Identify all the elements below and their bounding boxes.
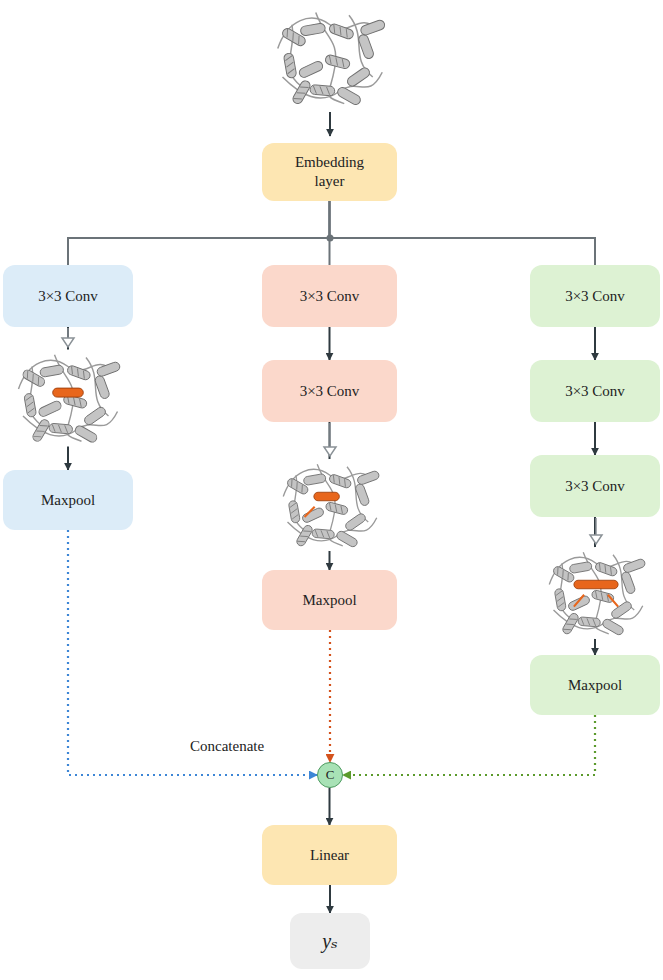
node-text: 3×3 Conv [300, 287, 360, 306]
concat-circle: C [317, 762, 343, 788]
conv-box: 3×3 Conv [262, 265, 397, 327]
conv-box: 3×3 Conv [530, 455, 660, 517]
conv-box: 3×3 Conv [3, 265, 133, 327]
protein-structure [543, 547, 648, 639]
conv-box: 3×3 Conv [262, 360, 397, 422]
node-text: C [326, 767, 335, 783]
flow-arrow [330, 201, 596, 265]
concat-arrow [68, 530, 317, 775]
protein-structure [271, 7, 389, 110]
node-text: 3×3 Conv [565, 477, 625, 496]
flow-arrow [68, 201, 330, 265]
annotation-label: Concatenate [190, 738, 264, 755]
node-text: Embedding layer [285, 153, 375, 191]
concat-arrow [329, 630, 331, 762]
node-text: Maxpool [41, 491, 95, 510]
flow-arrow [594, 422, 596, 455]
conv-box: 3×3 Conv [530, 265, 660, 327]
conv-box: 3×3 Conv [530, 360, 660, 422]
hollow-arrow [590, 518, 602, 544]
embedding-box: Embedding layer [262, 143, 397, 201]
protein-structure [12, 349, 124, 446]
flow-arrow [329, 788, 331, 825]
node-text: 3×3 Conv [565, 382, 625, 401]
node-text: 3×3 Conv [38, 287, 98, 306]
flow-arrow [594, 327, 596, 360]
flow-arrow [329, 885, 331, 913]
node-text: yₛ [322, 929, 338, 954]
hollow-arrow [62, 328, 74, 347]
hollow-arrow [324, 423, 336, 456]
maxpool-box: Maxpool [262, 570, 397, 630]
maxpool-box: Maxpool [530, 655, 660, 715]
node-text: Maxpool [302, 591, 356, 610]
input-arrow [329, 112, 331, 136]
node-text: Maxpool [568, 676, 622, 695]
concat-arrow [343, 715, 595, 775]
linear-box: Linear [262, 825, 397, 885]
node-text: 3×3 Conv [565, 287, 625, 306]
node-text: Linear [310, 846, 349, 865]
maxpool-box: Maxpool [3, 470, 133, 530]
protein-structure [277, 459, 382, 551]
node-text: 3×3 Conv [300, 382, 360, 401]
flow-arrow [329, 327, 331, 360]
output-box: yₛ [290, 913, 370, 969]
